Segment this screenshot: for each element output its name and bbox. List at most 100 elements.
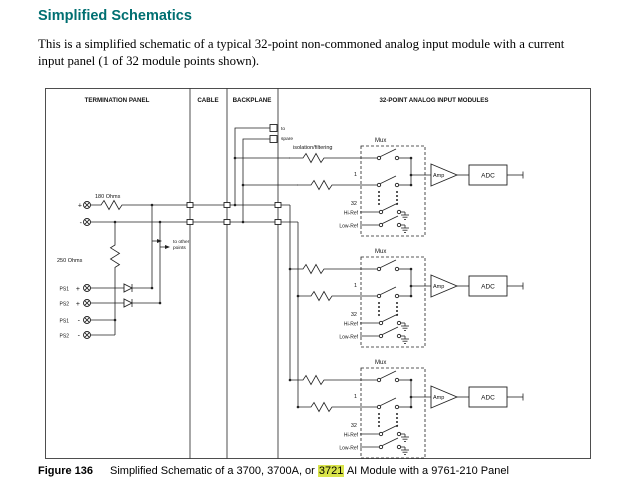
module1-feed-wires bbox=[233, 156, 298, 187]
hi-ref-switch bbox=[360, 313, 405, 326]
screw-terminal-icon bbox=[83, 331, 91, 339]
resistor-180-label: 180 Ohms bbox=[95, 194, 121, 200]
ps2-minus-label: PS2 bbox=[60, 334, 70, 340]
termination-panel: 180 Ohms + - bbox=[57, 194, 298, 340]
junction-wires bbox=[150, 203, 162, 303]
to-other-points-label-1: to other bbox=[173, 239, 190, 245]
screw-terminal-icon bbox=[83, 218, 91, 226]
input-line-1 bbox=[289, 374, 377, 386]
caption-text-after: AI Module with a 9761-210 Panel bbox=[344, 465, 509, 477]
channel-last-label: 32 bbox=[351, 312, 357, 318]
hi-ref-label: Hi-Ref bbox=[344, 211, 359, 217]
ps1-plus-label: PS1 bbox=[60, 287, 70, 293]
low-ref-label: Low-Ref bbox=[339, 446, 358, 452]
diode-icon bbox=[123, 283, 134, 293]
diagram-border bbox=[45, 88, 591, 459]
input-line-2 bbox=[297, 401, 377, 413]
mux-box bbox=[360, 145, 426, 237]
schematic-diagram: TERMINATION PANEL CABLE BACKPLANE 32-POI… bbox=[45, 88, 591, 459]
backplane-bus-wires bbox=[288, 205, 300, 409]
ground-icon bbox=[401, 434, 409, 442]
ground-icon bbox=[401, 212, 409, 220]
mux-output-wire bbox=[409, 378, 433, 409]
screw-terminal-icon bbox=[83, 299, 91, 307]
ground-icon bbox=[401, 447, 409, 455]
low-ref-switch bbox=[360, 326, 405, 339]
caption-highlight: 3721 bbox=[317, 465, 345, 477]
channel-last-label: 32 bbox=[351, 423, 357, 429]
ai-module-channel: Mux 1 32 Hi-Ref bbox=[289, 249, 524, 348]
mux-box bbox=[360, 367, 426, 459]
channel-last-label: 32 bbox=[351, 201, 357, 207]
diode-icon bbox=[123, 298, 134, 308]
header-backplane: BACKPLANE bbox=[233, 97, 272, 104]
input-line-1 bbox=[289, 152, 377, 164]
screw-terminal-icon bbox=[83, 316, 91, 324]
screw-terminal-icon bbox=[83, 284, 91, 292]
ground-icon bbox=[401, 323, 409, 331]
amp-triangle bbox=[430, 385, 459, 409]
spare-riser-wires bbox=[233, 127, 270, 224]
hi-ref-label: Hi-Ref bbox=[344, 322, 359, 328]
to-spare-label-1: to bbox=[281, 126, 285, 132]
input-line-2 bbox=[297, 290, 377, 302]
adc-output-wire bbox=[507, 393, 524, 401]
header-termination-panel: TERMINATION PANEL bbox=[85, 97, 150, 104]
mux-switch bbox=[376, 259, 411, 272]
to-other-points-arrows bbox=[152, 239, 170, 249]
adc-label: ADC bbox=[481, 173, 495, 180]
screw-terminal-icon bbox=[83, 201, 91, 209]
low-ref-switch bbox=[360, 215, 405, 228]
junction-dot bbox=[158, 301, 162, 305]
mux-switch bbox=[376, 148, 411, 161]
ground-icon bbox=[401, 336, 409, 344]
figure-caption: Figure 136 Simplified Schematic of a 3700… bbox=[38, 465, 598, 477]
hi-ref-label: Hi-Ref bbox=[344, 433, 359, 439]
low-ref-label: Low-Ref bbox=[339, 335, 358, 341]
mux-switch bbox=[376, 397, 411, 410]
mux-label: Mux bbox=[375, 138, 386, 144]
hi-ref-switch bbox=[360, 202, 405, 215]
mux-output-wire bbox=[409, 267, 433, 298]
cable-connectors bbox=[186, 202, 282, 225]
cable-backplane: to spare isolatio bbox=[186, 124, 332, 409]
spare-connector bbox=[269, 124, 278, 132]
hi-ref-switch bbox=[360, 424, 405, 437]
figure-label: Figure 136 bbox=[38, 465, 94, 477]
to-spare-label-2: spare bbox=[281, 136, 293, 142]
channel-first-label: 1 bbox=[354, 172, 357, 178]
ps2-minus-sign: - bbox=[78, 333, 81, 340]
ai-module-channel: Mux 1 32 Hi-Ref bbox=[289, 138, 524, 237]
low-ref-switch bbox=[360, 437, 405, 450]
junction-dot bbox=[150, 286, 154, 290]
to-other-points-label-2: points bbox=[173, 245, 186, 251]
channel-ellipsis bbox=[378, 302, 398, 316]
header-modules: 32-POINT ANALOG INPUT MODULES bbox=[379, 97, 488, 104]
resistor-250-wire bbox=[109, 222, 121, 335]
adc-output-wire bbox=[507, 171, 524, 179]
body-paragraph: This is a simplified schematic of a typi… bbox=[38, 37, 565, 68]
channel-ellipsis bbox=[378, 413, 398, 427]
adc-output-wire bbox=[507, 282, 524, 290]
amp-triangle bbox=[430, 274, 459, 298]
input-line-1 bbox=[289, 263, 377, 275]
junction-dot bbox=[113, 318, 117, 322]
ps1-minus-label: PS1 bbox=[60, 319, 70, 325]
figure-frame: TERMINATION PANEL CABLE BACKPLANE 32-POI… bbox=[45, 88, 591, 459]
ai-module-channel: Mux 1 32 Hi-Ref bbox=[289, 360, 524, 459]
isolation-filtering-label: isolation/filtering bbox=[293, 145, 332, 151]
adc-label: ADC bbox=[481, 395, 495, 402]
amp-label: Amp bbox=[433, 284, 444, 290]
caption-text-before: Simplified Schematic of a 3700, 3700A, o… bbox=[110, 465, 318, 477]
resistor-250-label: 250 Ohms bbox=[57, 258, 83, 264]
page-title: Simplified Schematics bbox=[38, 8, 192, 24]
section-dividers bbox=[189, 88, 279, 459]
input-line-2 bbox=[297, 179, 377, 191]
mux-switch bbox=[376, 370, 411, 383]
channel-first-label: 1 bbox=[354, 394, 357, 400]
ground-icon bbox=[401, 225, 409, 233]
channel-first-label: 1 bbox=[354, 283, 357, 289]
ps1-minus-sign: - bbox=[78, 318, 81, 325]
channel-ellipsis bbox=[378, 191, 398, 205]
mux-switch bbox=[376, 175, 411, 188]
